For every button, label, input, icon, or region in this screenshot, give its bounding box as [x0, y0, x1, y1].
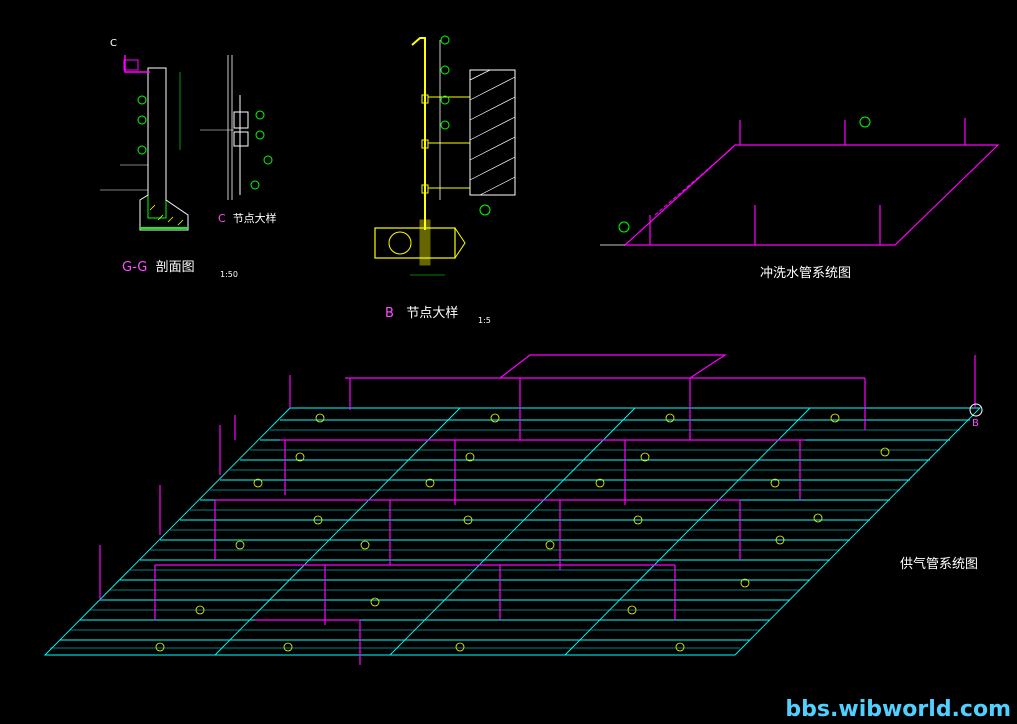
- section-gg-scale: 1:50: [220, 270, 238, 279]
- watermark-text: bbs.wibworld.com: [785, 697, 1011, 722]
- detail-b-label: 节点大样: [406, 306, 459, 321]
- section-gg-callout: C: [110, 38, 117, 49]
- detail-b-drawing: [374, 35, 516, 276]
- detail-c-mark: C: [218, 212, 226, 225]
- section-gg-title: G-G 剖面图: [122, 256, 195, 275]
- detail-b-scale: 1:5: [478, 316, 491, 325]
- supply-system-callout: B: [972, 418, 979, 429]
- aeration-grid: [43, 407, 982, 656]
- flush-system-title: 冲洗水管系统图: [760, 266, 852, 281]
- supply-pipes: [99, 354, 976, 665]
- detail-b-title: B 节点大样: [385, 302, 458, 321]
- flush-system-drawing: [600, 116, 1000, 246]
- supply-system-drawing: [43, 354, 983, 665]
- detail-c-label: 节点大样: [232, 212, 277, 225]
- detail-c-drawing: [200, 55, 273, 200]
- supply-system-title: 供气管系统图: [900, 557, 979, 572]
- section-gg-mark: G-G: [122, 260, 148, 275]
- callout-b-circle: [969, 403, 983, 417]
- detail-b-mark: B: [385, 306, 394, 321]
- section-gg-label: 剖面图: [155, 260, 195, 275]
- section-gg-drawing: [100, 55, 189, 231]
- panel-number-markers: [155, 413, 890, 652]
- detail-c-title: C 节点大样: [218, 210, 277, 226]
